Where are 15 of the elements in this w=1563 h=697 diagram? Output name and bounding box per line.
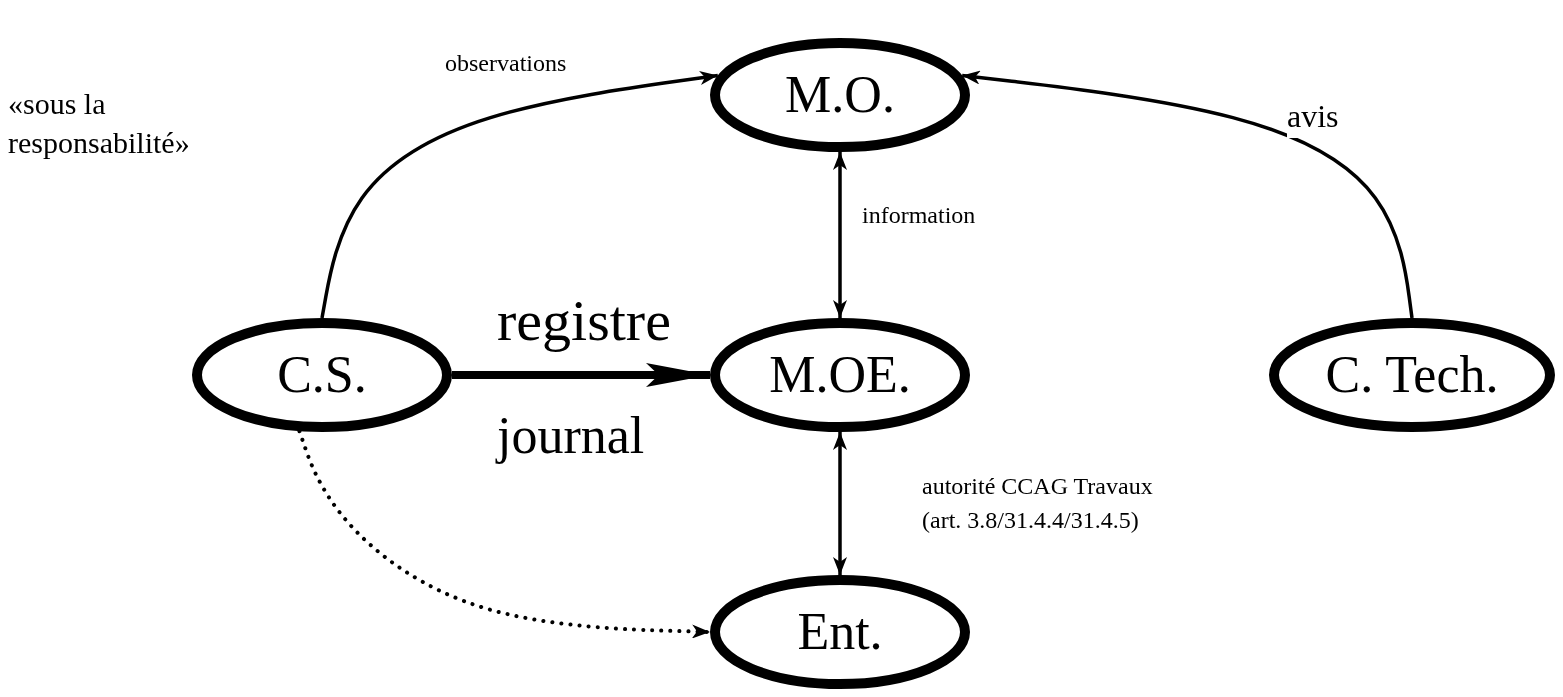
node-label: M.OE. xyxy=(769,349,911,401)
ellipse-node xyxy=(710,318,970,432)
arrow xyxy=(320,71,719,319)
dotted-arrow xyxy=(297,429,712,639)
ellipse-node xyxy=(710,575,970,689)
ellipse-node xyxy=(192,318,452,432)
ellipse-node xyxy=(710,38,970,152)
node-label: C. Tech. xyxy=(1325,349,1499,401)
arrow xyxy=(833,152,847,318)
node-label: Ent. xyxy=(797,606,883,658)
node-label: M.O. xyxy=(785,69,895,121)
arrow xyxy=(961,70,1414,319)
node-label: C.S. xyxy=(277,349,367,401)
arrow xyxy=(833,432,847,575)
ellipse-node xyxy=(1269,318,1555,432)
